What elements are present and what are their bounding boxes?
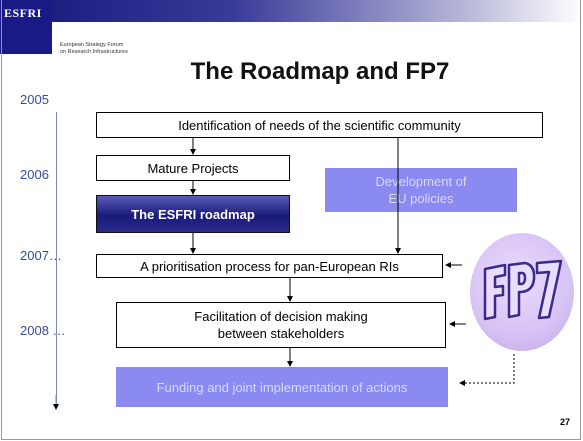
esfri-logo: ESFRI — [0, 0, 52, 54]
funding-text: Funding and joint implementation of acti… — [156, 379, 408, 395]
identification-box: Identification of needs of the scientifi… — [96, 112, 543, 138]
fp7-circle — [470, 233, 574, 351]
esfri-roadmap-box: The ESFRI roadmap — [96, 195, 290, 233]
mature-projects-text: Mature Projects — [147, 160, 239, 176]
header-bar — [0, 0, 583, 22]
funding-box: Funding and joint implementation of acti… — [116, 367, 448, 407]
fp7-logo — [470, 233, 574, 351]
eu-policies-text-2: EU policies — [388, 191, 454, 206]
prioritisation-box: A prioritisation process for pan-Europea… — [96, 254, 443, 278]
facilitation-box: Facilitation of decision making between … — [116, 302, 446, 348]
prioritisation-text: A prioritisation process for pan-Europea… — [140, 258, 399, 274]
fp7-logo-graphic — [483, 259, 563, 321]
timeline-line — [56, 112, 57, 407]
page-number: 27 — [560, 417, 571, 427]
year-2005: 2005 — [20, 92, 49, 107]
slide-title: The Roadmap and FP7 — [190, 58, 450, 85]
year-2007: 2007… — [20, 248, 62, 263]
year-2008: 2008 … — [20, 323, 66, 338]
logo-subtitle-line-2: on Research Infrastructures — [60, 49, 128, 55]
mature-projects-box: Mature Projects — [96, 155, 290, 181]
facilitation-text-1: Facilitation of decision making — [194, 309, 368, 324]
logo-subtitle-line-1: European Strategy Forum — [60, 42, 124, 48]
logo-subtitle: European Strategy Forum on Research Infr… — [60, 42, 128, 56]
arrow-fp7-funding — [459, 354, 515, 386]
esfri-roadmap-text: The ESFRI roadmap — [131, 206, 255, 222]
identification-text: Identification of needs of the scientifi… — [178, 117, 461, 133]
logo-text: ESFRI — [4, 6, 42, 20]
year-2006: 2006 — [20, 167, 49, 182]
facilitation-text-2: between stakeholders — [217, 326, 345, 341]
